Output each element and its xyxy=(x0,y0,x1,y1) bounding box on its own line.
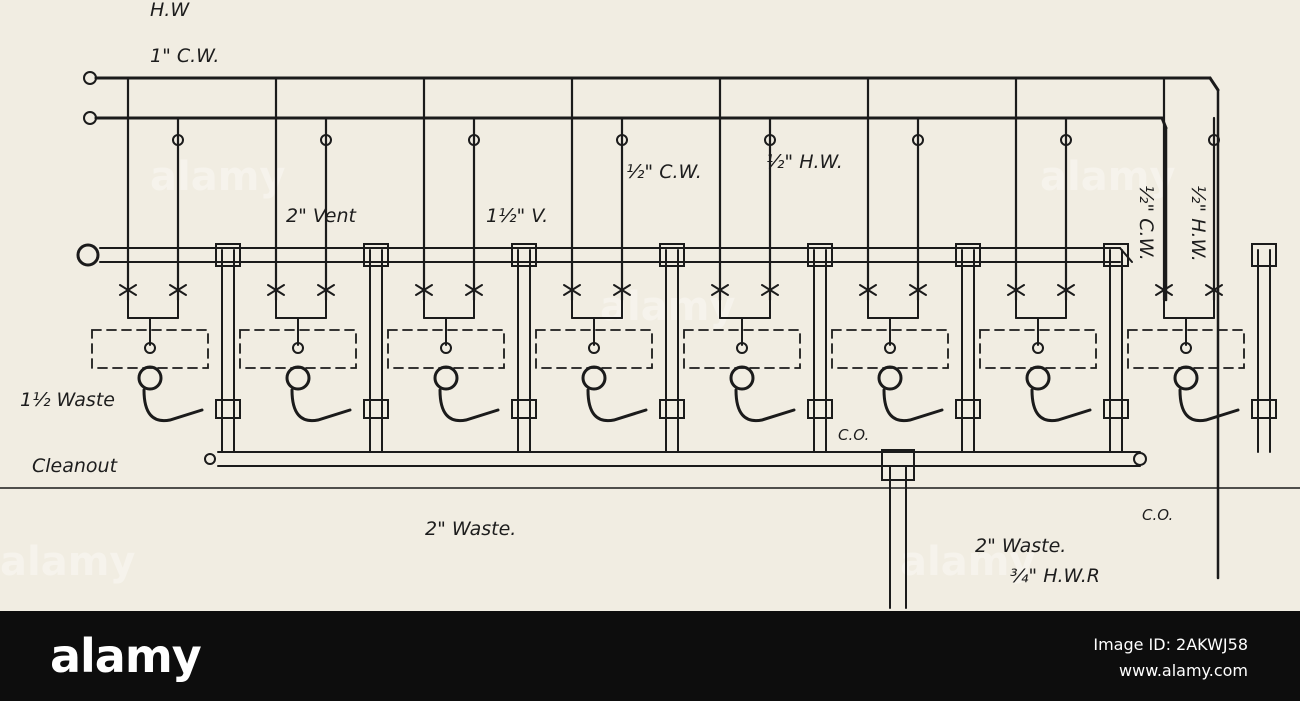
svg-text:alamy: alamy xyxy=(1040,154,1175,200)
label-hw-half-right: ½" H.W. xyxy=(1187,185,1209,262)
svg-text:alamy: alamy xyxy=(0,539,135,585)
svg-text:alamy: alamy xyxy=(900,539,1035,585)
stop-valve xyxy=(1060,134,1072,146)
label-co-center: C.O. xyxy=(838,426,869,444)
stack-fitting xyxy=(955,399,981,419)
alamy-watermarks: alamy alamy alamy alamy alamy xyxy=(0,154,1175,585)
faucet xyxy=(1032,342,1044,354)
waste-tee-fitting xyxy=(881,449,915,481)
label-hw-top: H.W xyxy=(150,0,190,21)
supply-valve xyxy=(761,284,779,296)
label-hw-half: ½" H.W. xyxy=(766,151,843,173)
label-waste-2-main: 2" Waste. xyxy=(425,518,516,540)
vent-header-cap xyxy=(76,243,100,267)
trap-inlet xyxy=(581,365,607,391)
label-v-1-5: 1½" V. xyxy=(486,205,548,227)
p-trap xyxy=(290,388,352,423)
label-cw-half-right: ½" C.W. xyxy=(1135,185,1157,261)
header-end-cap xyxy=(83,111,97,125)
stack-fitting xyxy=(511,243,537,267)
stack-fitting xyxy=(363,399,389,419)
trap-inlet xyxy=(1173,365,1199,391)
trap-inlet xyxy=(877,365,903,391)
faucet xyxy=(884,342,896,354)
riser-elbow xyxy=(1208,76,1220,92)
stack-fitting xyxy=(659,399,685,419)
p-trap xyxy=(734,388,796,423)
p-trap xyxy=(142,388,204,423)
stop-valve xyxy=(172,134,184,146)
supply-valve xyxy=(1155,284,1173,296)
supply-valve xyxy=(909,284,927,296)
trap-inlet xyxy=(1025,365,1051,391)
trap-inlet xyxy=(729,365,755,391)
stop-valve xyxy=(1208,134,1220,146)
faucet xyxy=(144,342,156,354)
supply-valve xyxy=(119,284,137,296)
p-trap xyxy=(882,388,944,423)
label-hwr: ¾" H.W.R xyxy=(1010,565,1100,587)
label-vent-2: 2" Vent xyxy=(286,205,357,227)
p-trap xyxy=(586,388,648,423)
diagram-labels: H.W 1" C.W. 2" Vent 1½" V. ½" C.W. ½" H.… xyxy=(20,0,1209,587)
label-cw-half: ½" C.W. xyxy=(626,161,702,183)
site-url: www.alamy.com xyxy=(1119,661,1248,680)
stack-fitting xyxy=(1103,243,1129,267)
header-end-cap xyxy=(83,71,97,85)
label-waste-2-right: 2" Waste. xyxy=(975,535,1066,557)
faucet xyxy=(292,342,304,354)
supply-valve xyxy=(563,284,581,296)
stack-fitting xyxy=(955,243,981,267)
stack-fitting xyxy=(215,399,241,419)
stack-fitting xyxy=(363,243,389,267)
svg-text:alamy: alamy xyxy=(150,154,285,200)
supply-valve xyxy=(711,284,729,296)
alamy-logo: alamy xyxy=(50,629,202,683)
stack-fitting xyxy=(1251,243,1277,267)
p-trap xyxy=(1030,388,1092,423)
trap-inlet xyxy=(137,365,163,391)
faucet xyxy=(440,342,452,354)
stack-fitting xyxy=(215,243,241,267)
faucet xyxy=(736,342,748,354)
supply-valve xyxy=(267,284,285,296)
supply-valve xyxy=(613,284,631,296)
stop-valve xyxy=(764,134,776,146)
faucet xyxy=(588,342,600,354)
supply-valve xyxy=(169,284,187,296)
supply-valve xyxy=(1205,284,1223,296)
supply-valve xyxy=(1007,284,1025,296)
trap-inlet xyxy=(433,365,459,391)
stack-fitting xyxy=(807,243,833,267)
trap-inlet xyxy=(285,365,311,391)
stack-fitting xyxy=(807,399,833,419)
footer-bar: alamy Image ID: 2AKWJ58 www.alamy.com xyxy=(0,611,1300,701)
stop-valve xyxy=(320,134,332,146)
cleanout-cap xyxy=(1133,452,1147,466)
image-id-text: Image ID: 2AKWJ58 xyxy=(1093,635,1248,654)
label-waste-1-5: 1½ Waste xyxy=(20,389,115,411)
label-cw-1: 1" C.W. xyxy=(150,45,219,67)
faucet xyxy=(1180,342,1192,354)
stack-fitting xyxy=(659,243,685,267)
supply-valve xyxy=(317,284,335,296)
label-cleanout: Cleanout xyxy=(32,455,119,477)
cleanout-cap xyxy=(204,453,216,465)
label-co-right: C.O. xyxy=(1142,506,1173,524)
p-trap xyxy=(438,388,500,423)
supply-valve xyxy=(465,284,483,296)
stop-valve xyxy=(468,134,480,146)
stack-fitting xyxy=(511,399,537,419)
p-trap xyxy=(1178,388,1240,423)
stack-fitting xyxy=(1251,399,1277,419)
piping xyxy=(0,71,1300,609)
stop-valve xyxy=(616,134,628,146)
stack-fitting xyxy=(1103,399,1129,419)
supply-valve xyxy=(859,284,877,296)
plumbing-diagram: alamy alamy alamy alamy alamy H.W 1" C.W… xyxy=(0,0,1300,609)
supply-valve xyxy=(415,284,433,296)
supply-valve xyxy=(1057,284,1075,296)
stop-valve xyxy=(912,134,924,146)
